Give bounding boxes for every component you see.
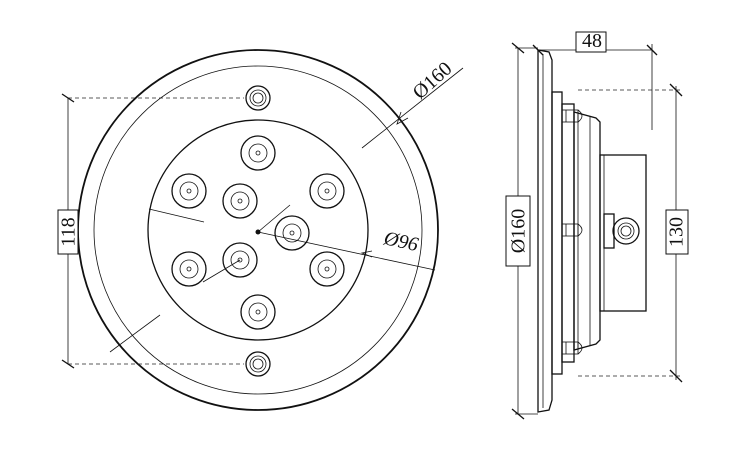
front-view: Ø160 Ø96 118 [57, 49, 464, 411]
cable-gland [603, 213, 640, 249]
led-9 [240, 294, 276, 330]
body-height-dimension: 130 [578, 83, 689, 383]
front-inner-diameter-label: Ø96 [381, 227, 420, 256]
depth-dimension: 48 [532, 30, 658, 130]
side-view: 48 Ø160 130 [505, 30, 689, 420]
led-5 [274, 215, 310, 251]
screw-middle [561, 223, 583, 237]
led-3 [222, 183, 258, 219]
led-plate-circle [147, 119, 369, 341]
screw-top [561, 109, 583, 123]
led-array [171, 135, 345, 330]
mount-hole-top [245, 85, 271, 111]
flange [537, 49, 553, 413]
body-step-2 [561, 103, 575, 363]
led-4 [309, 173, 345, 209]
screw-bottom [561, 341, 583, 355]
driver-housing [599, 154, 647, 312]
front-outer-diameter-dimension: Ø160 [361, 58, 464, 149]
led-8 [309, 251, 345, 287]
led-2 [171, 173, 207, 209]
led-1 [240, 135, 276, 171]
front-outer-diameter-label: Ø160 [409, 58, 457, 104]
body-step-3 [573, 111, 601, 351]
flange-diameter-label: Ø160 [508, 209, 530, 253]
depth-label: 48 [582, 30, 602, 52]
hole-spacing-dimension: 118 [57, 93, 244, 369]
inner-rim-circle [93, 65, 423, 395]
mount-hole-bottom [245, 351, 271, 377]
led-6 [171, 251, 207, 287]
body-height-label: 130 [666, 217, 688, 247]
flange-diameter-dimension: Ø160 [505, 42, 538, 420]
body-step-1 [551, 91, 563, 375]
led-7 [222, 242, 258, 278]
hole-spacing-label: 118 [58, 217, 80, 246]
